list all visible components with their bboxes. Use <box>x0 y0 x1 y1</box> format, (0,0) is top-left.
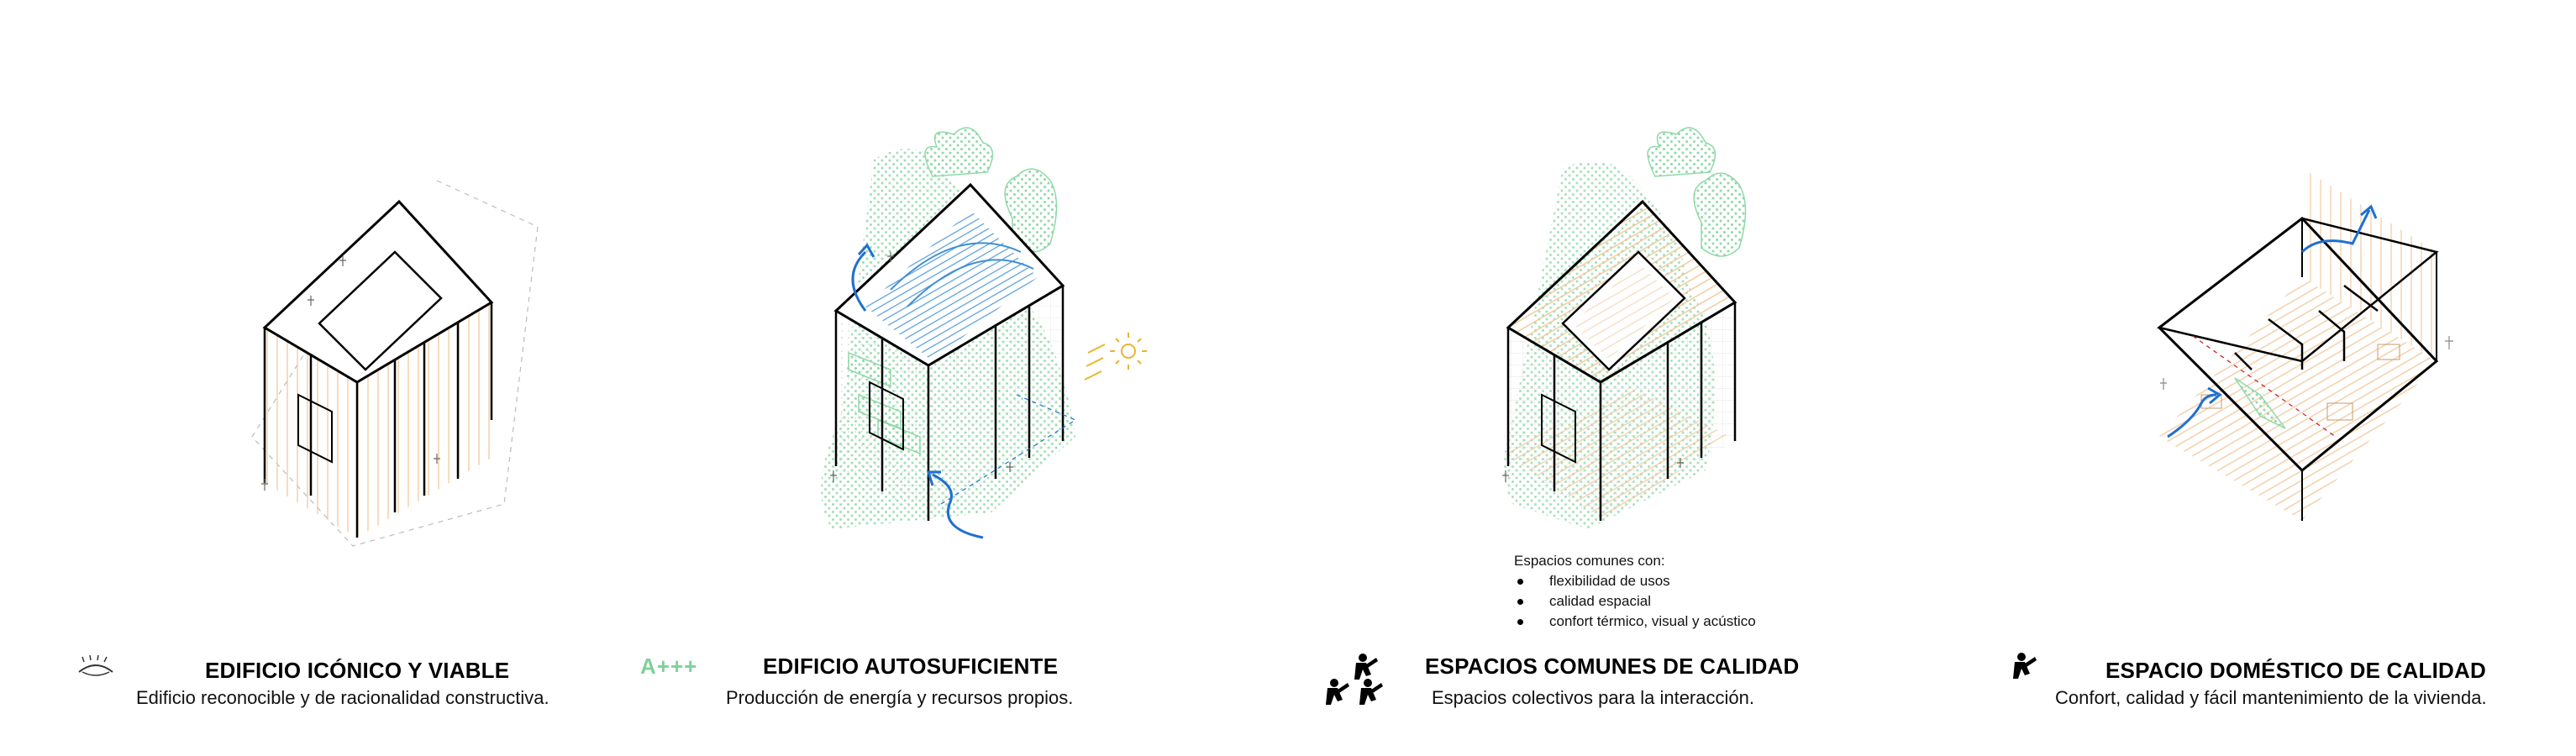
iconic-building-axonometric <box>251 180 539 547</box>
note-item: confort térmico, visual y acústico <box>1514 612 1756 632</box>
note-list: flexibilidad de usos calidad espacial co… <box>1514 571 1756 632</box>
common-spaces-axonometric <box>1502 127 1747 529</box>
panel-common-spaces: Espacios comunes con: flexibilidad de us… <box>1311 0 1899 756</box>
panel-iconic-building: EDIFICIO ICÓNICO Y VIABLE Edificio recon… <box>0 0 639 756</box>
group-people-icon <box>1326 654 1383 705</box>
common-spaces-note: Espacios comunes con: flexibilidad de us… <box>1514 551 1756 632</box>
panel-subtitle: Espacios colectivos para la interacción. <box>1432 687 1754 708</box>
panel-title: ESPACIOS COMUNES DE CALIDAD <box>1425 654 1800 679</box>
note-title: Espacios comunes con: <box>1514 553 1665 569</box>
note-item: calidad espacial <box>1514 591 1756 612</box>
panel-title: EDIFICIO AUTOSUFICIENTE <box>763 654 1059 679</box>
panel-title: EDIFICIO ICÓNICO Y VIABLE <box>205 658 510 683</box>
panel-subtitle: Producción de energía y recursos propios… <box>726 687 1074 708</box>
panel-subtitle: Confort, calidad y fácil mantenimiento d… <box>2055 687 2487 708</box>
panel-self-sufficient-building: A+++ EDIFICIO AUTOSUFICIENTE Producción … <box>639 0 1227 756</box>
panel-title: ESPACIO DOMÉSTICO DE CALIDAD <box>2105 658 2486 683</box>
person-icon <box>2013 653 2037 679</box>
energy-rating-badge: A+++ <box>640 654 698 679</box>
panel-subtitle: Edificio reconocible y de racionalidad c… <box>136 687 549 708</box>
self-sufficient-building-axonometric <box>821 127 1147 539</box>
note-item: flexibilidad de usos <box>1514 571 1756 591</box>
eye-icon <box>78 654 113 676</box>
panel-domestic-space: ESPACIO DOMÉSTICO DE CALIDAD Confort, ca… <box>1983 0 2576 756</box>
domestic-space-axonometric <box>2157 168 2453 521</box>
